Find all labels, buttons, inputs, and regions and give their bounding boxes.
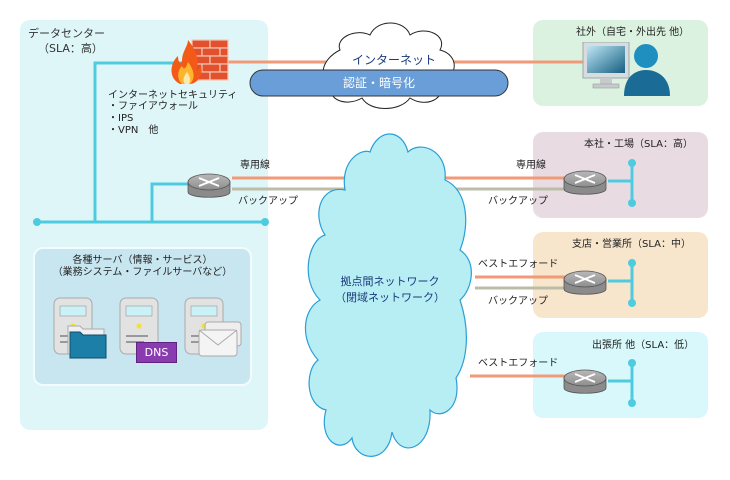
wan-cloud	[304, 133, 472, 457]
security-item-vpn: ・VPN 他	[108, 125, 159, 136]
branch-router-icon	[563, 270, 607, 296]
lan-line-router	[150, 182, 188, 222]
branch-backup-label: バックアップ	[488, 296, 548, 307]
hq-backup-label: バックアップ	[488, 196, 548, 207]
wan-label-line2: （閉域ネットワーク）	[335, 291, 445, 304]
security-item-ips: ・IPS	[108, 113, 134, 124]
hq-router-icon	[563, 170, 607, 196]
hq-title: 本社・工場（SLA：高）	[584, 139, 693, 150]
branch-besteffort-label: ベストエフォード	[478, 259, 559, 270]
file-server-icon	[52, 296, 108, 362]
security-item-firewall: ・ファイアウォール	[108, 101, 198, 112]
datacenter-sla: （SLA：高）	[38, 42, 103, 55]
security-heading: インターネットセキュリティ	[108, 90, 238, 101]
vpn-tunnel	[249, 69, 509, 97]
internet-label: インターネット	[352, 53, 437, 67]
outpost-router-icon	[563, 369, 607, 395]
hq-leased-label: 専用線	[516, 160, 546, 171]
dns-badge: DNS	[136, 342, 177, 363]
outpost-besteffort-label: ベストエフォード	[478, 358, 559, 369]
servers-title: 各種サーバ（情報・サービス）	[72, 255, 213, 266]
wan-label-line1: 拠点間ネットワーク	[340, 275, 440, 288]
dc-leased-label: 専用線	[240, 160, 270, 171]
datacenter-title: データセンター	[28, 27, 105, 40]
outpost-title: 出張所 他（SLA：低）	[592, 340, 695, 351]
branch-title: 支店・営業所（SLA：中）	[572, 239, 691, 250]
servers-subtitle: （業務システム・ファイルサーバなど）	[52, 267, 233, 278]
external-title: 社外（自宅・外出先 他）	[576, 27, 690, 38]
mail-server-icon	[183, 296, 245, 362]
hq-zone	[533, 132, 708, 218]
lan-line-firewall	[93, 61, 185, 222]
tunnel-label: 認証・暗号化	[342, 76, 415, 90]
pc-user-icon	[580, 41, 680, 100]
dc-router-icon	[187, 173, 231, 199]
dc-backup-label: バックアップ	[238, 196, 298, 207]
firewall-icon	[168, 38, 248, 86]
branch-zone	[533, 232, 708, 318]
